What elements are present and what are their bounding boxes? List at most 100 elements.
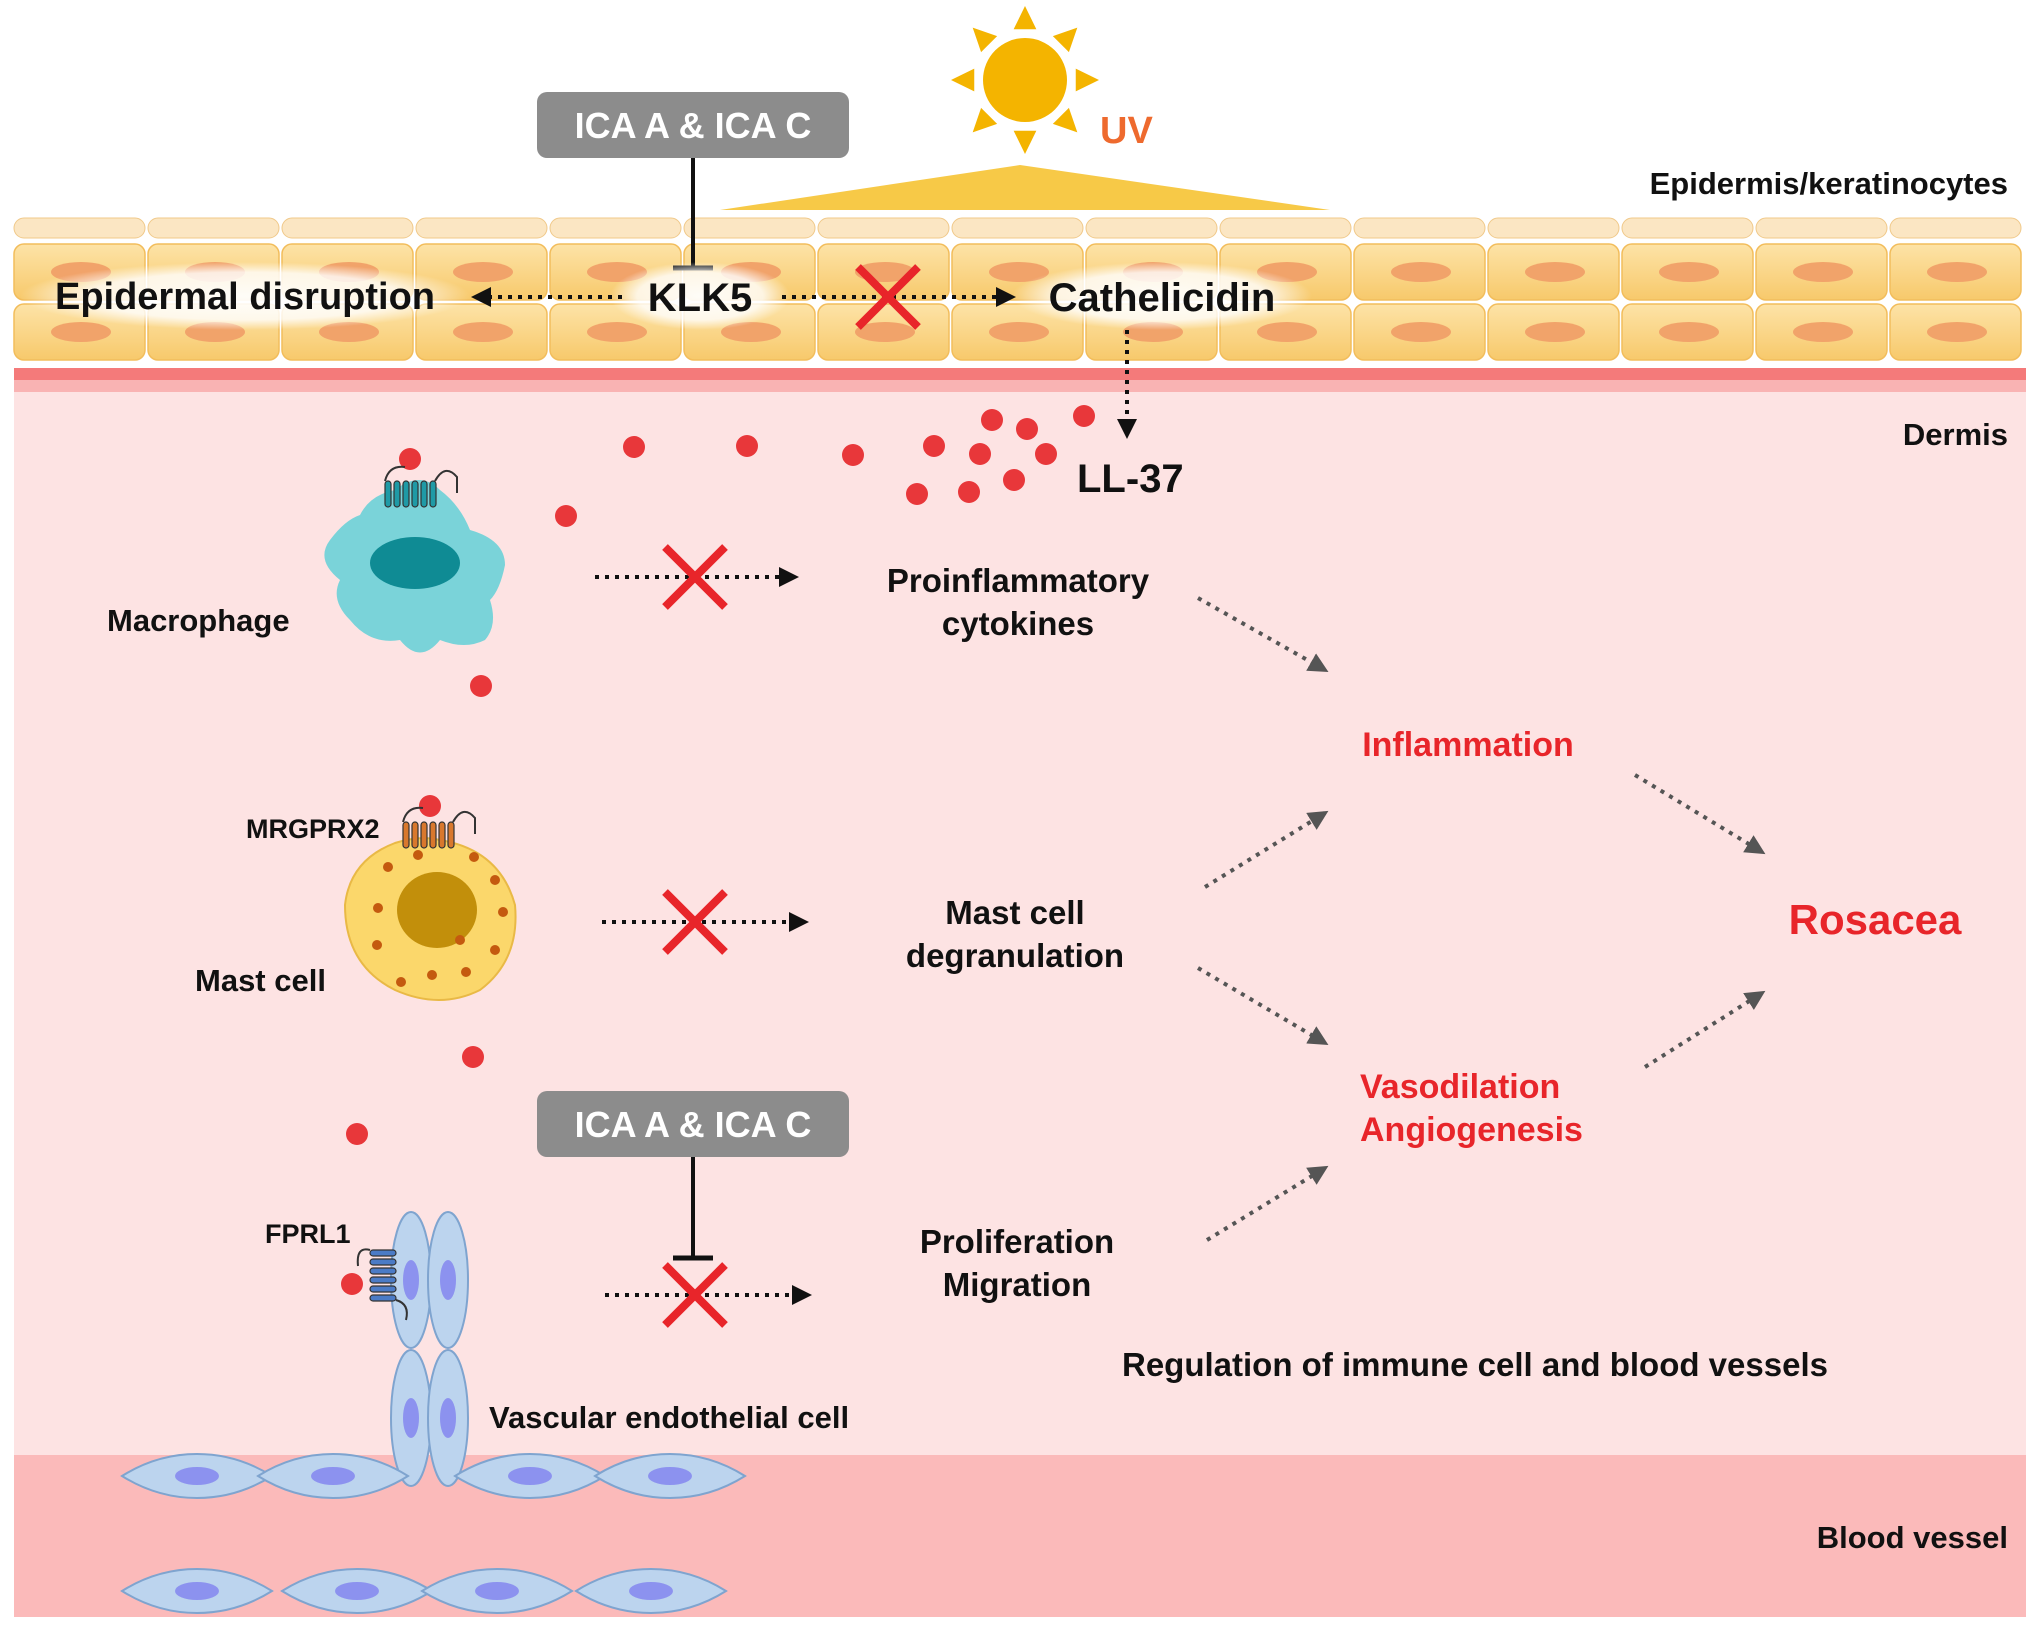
receptor-segment	[438, 821, 446, 849]
degranulation-to-inflammation-arrow	[1203, 810, 1329, 889]
keratinocyte-nucleus	[1659, 322, 1719, 342]
ll37-peptides	[341, 405, 1095, 1295]
sun-ray	[972, 27, 998, 53]
endothelial-nucleus	[311, 1467, 355, 1485]
dermis-label: Dermis	[1903, 417, 2008, 452]
endothelial-nucleus	[403, 1260, 419, 1300]
ll37-dot	[399, 448, 421, 470]
keratinocyte-nucleus	[1659, 262, 1719, 282]
keratinocyte-flat	[1621, 217, 1754, 239]
granules	[372, 850, 508, 987]
mast-cell	[343, 806, 517, 1001]
receptor-icon-fprl1	[356, 1248, 408, 1321]
keratinocyte-flat	[1353, 217, 1486, 239]
uv-label: UV	[1100, 110, 1153, 152]
sun-ray	[1052, 27, 1078, 53]
vascular-endothelial-cells	[120, 1211, 747, 1615]
ll37-dot	[419, 795, 441, 817]
sun-ray	[972, 107, 998, 133]
keratinocyte-flat	[951, 217, 1084, 239]
granule	[490, 875, 500, 885]
receptor-segment	[420, 480, 428, 508]
vasodilation-label: Vasodilation	[1360, 1068, 1560, 1106]
keratinocyte-nucleus	[1391, 322, 1451, 342]
inhibitor-top-text: ICA A & ICA C	[575, 105, 812, 146]
proliferation-label-line1: Proliferation	[920, 1223, 1114, 1260]
keratinocyte-nucleus	[1927, 322, 1987, 342]
receptor-tail	[452, 811, 476, 834]
receptor-tail	[402, 806, 424, 823]
granule	[372, 940, 382, 950]
receptor-icon-mrgprx2	[402, 806, 476, 849]
ll37-dot	[736, 435, 758, 457]
keratinocyte-flat	[147, 217, 280, 239]
macrophage-label: Macrophage	[107, 603, 290, 638]
ll37-dot	[969, 443, 991, 465]
inhibitor-bottom: ICA A & ICA C	[537, 1091, 849, 1261]
ll37-dot	[981, 409, 1003, 431]
receptor-segment	[369, 1267, 397, 1275]
epidermis-label: Epidermis/keratinocytes	[1650, 166, 2008, 201]
ll37-dot	[842, 444, 864, 466]
caption-label: Regulation of immune cell and blood vess…	[1122, 1346, 1828, 1383]
ll37-dot	[555, 505, 577, 527]
angiogenesis-label: Angiogenesis	[1360, 1111, 1583, 1149]
endothelial-nucleus	[475, 1582, 519, 1600]
sun-ray	[1075, 68, 1099, 92]
keratinocyte-nucleus	[1525, 322, 1585, 342]
macrophage-cell	[324, 465, 505, 653]
granule	[455, 935, 465, 945]
receptor-tail	[434, 470, 458, 493]
ll37-dot	[1016, 418, 1038, 440]
granule	[427, 970, 437, 980]
basement-membrane	[14, 368, 2026, 380]
klk5-label: KLK5	[648, 276, 752, 320]
keratinocyte-nucleus	[1927, 262, 1987, 282]
block-x-endothelial	[662, 1262, 728, 1328]
receptor-segment	[402, 480, 410, 508]
keratinocyte-flat	[281, 217, 414, 239]
ll37-dot	[470, 675, 492, 697]
receptor-segment	[393, 480, 401, 508]
ll37-dot	[1035, 443, 1057, 465]
receptor-segment	[369, 1294, 397, 1302]
ll37-label: LL-37	[1077, 457, 1184, 501]
glow-disruption	[20, 262, 470, 330]
ll37-dot	[341, 1273, 363, 1295]
granule	[461, 967, 471, 977]
endothelial-nucleus	[648, 1467, 692, 1485]
endothelial-label: Vascular endothelial cell	[489, 1400, 849, 1435]
block-x-klk5-cathelicidin	[855, 264, 921, 330]
rosacea-label: Rosacea	[1789, 896, 1962, 943]
receptor-segment	[369, 1249, 397, 1257]
granule	[383, 862, 393, 872]
endothelial-nucleus	[335, 1582, 379, 1600]
ll37-dot	[923, 435, 945, 457]
endothelial-nucleus	[629, 1582, 673, 1600]
endothelial-nucleus	[440, 1260, 456, 1300]
receptor-segment	[369, 1285, 397, 1293]
receptor-segment	[420, 821, 428, 849]
inhibitor-top-box	[537, 92, 849, 158]
keratinocyte-nucleus	[855, 322, 915, 342]
ll37-dot	[1073, 405, 1095, 427]
endothelial-nucleus	[175, 1467, 219, 1485]
block-x-mast	[662, 889, 728, 955]
basement-membrane-light	[14, 380, 2026, 392]
keratinocyte-nucleus	[1391, 262, 1451, 282]
degranulation-to-vasodilation-arrow	[1196, 966, 1329, 1046]
keratinocyte-flat	[1219, 217, 1352, 239]
ll37-dot	[906, 483, 928, 505]
granule	[498, 907, 508, 917]
cytokines-to-inflammation-arrow	[1197, 596, 1329, 672]
proliferation-to-vasodilation-arrow	[1205, 1165, 1329, 1242]
keratinocyte-nucleus	[1793, 262, 1853, 282]
uv-beam	[720, 165, 1330, 210]
receptor-tail	[356, 1248, 371, 1267]
sun-ray	[1013, 130, 1037, 154]
mrgprx2-label: MRGPRX2	[246, 814, 380, 844]
inflammation-label: Inflammation	[1362, 726, 1574, 764]
macrophage-nucleus	[370, 537, 460, 589]
receptor-segment	[384, 480, 392, 508]
sun-ray	[951, 68, 975, 92]
